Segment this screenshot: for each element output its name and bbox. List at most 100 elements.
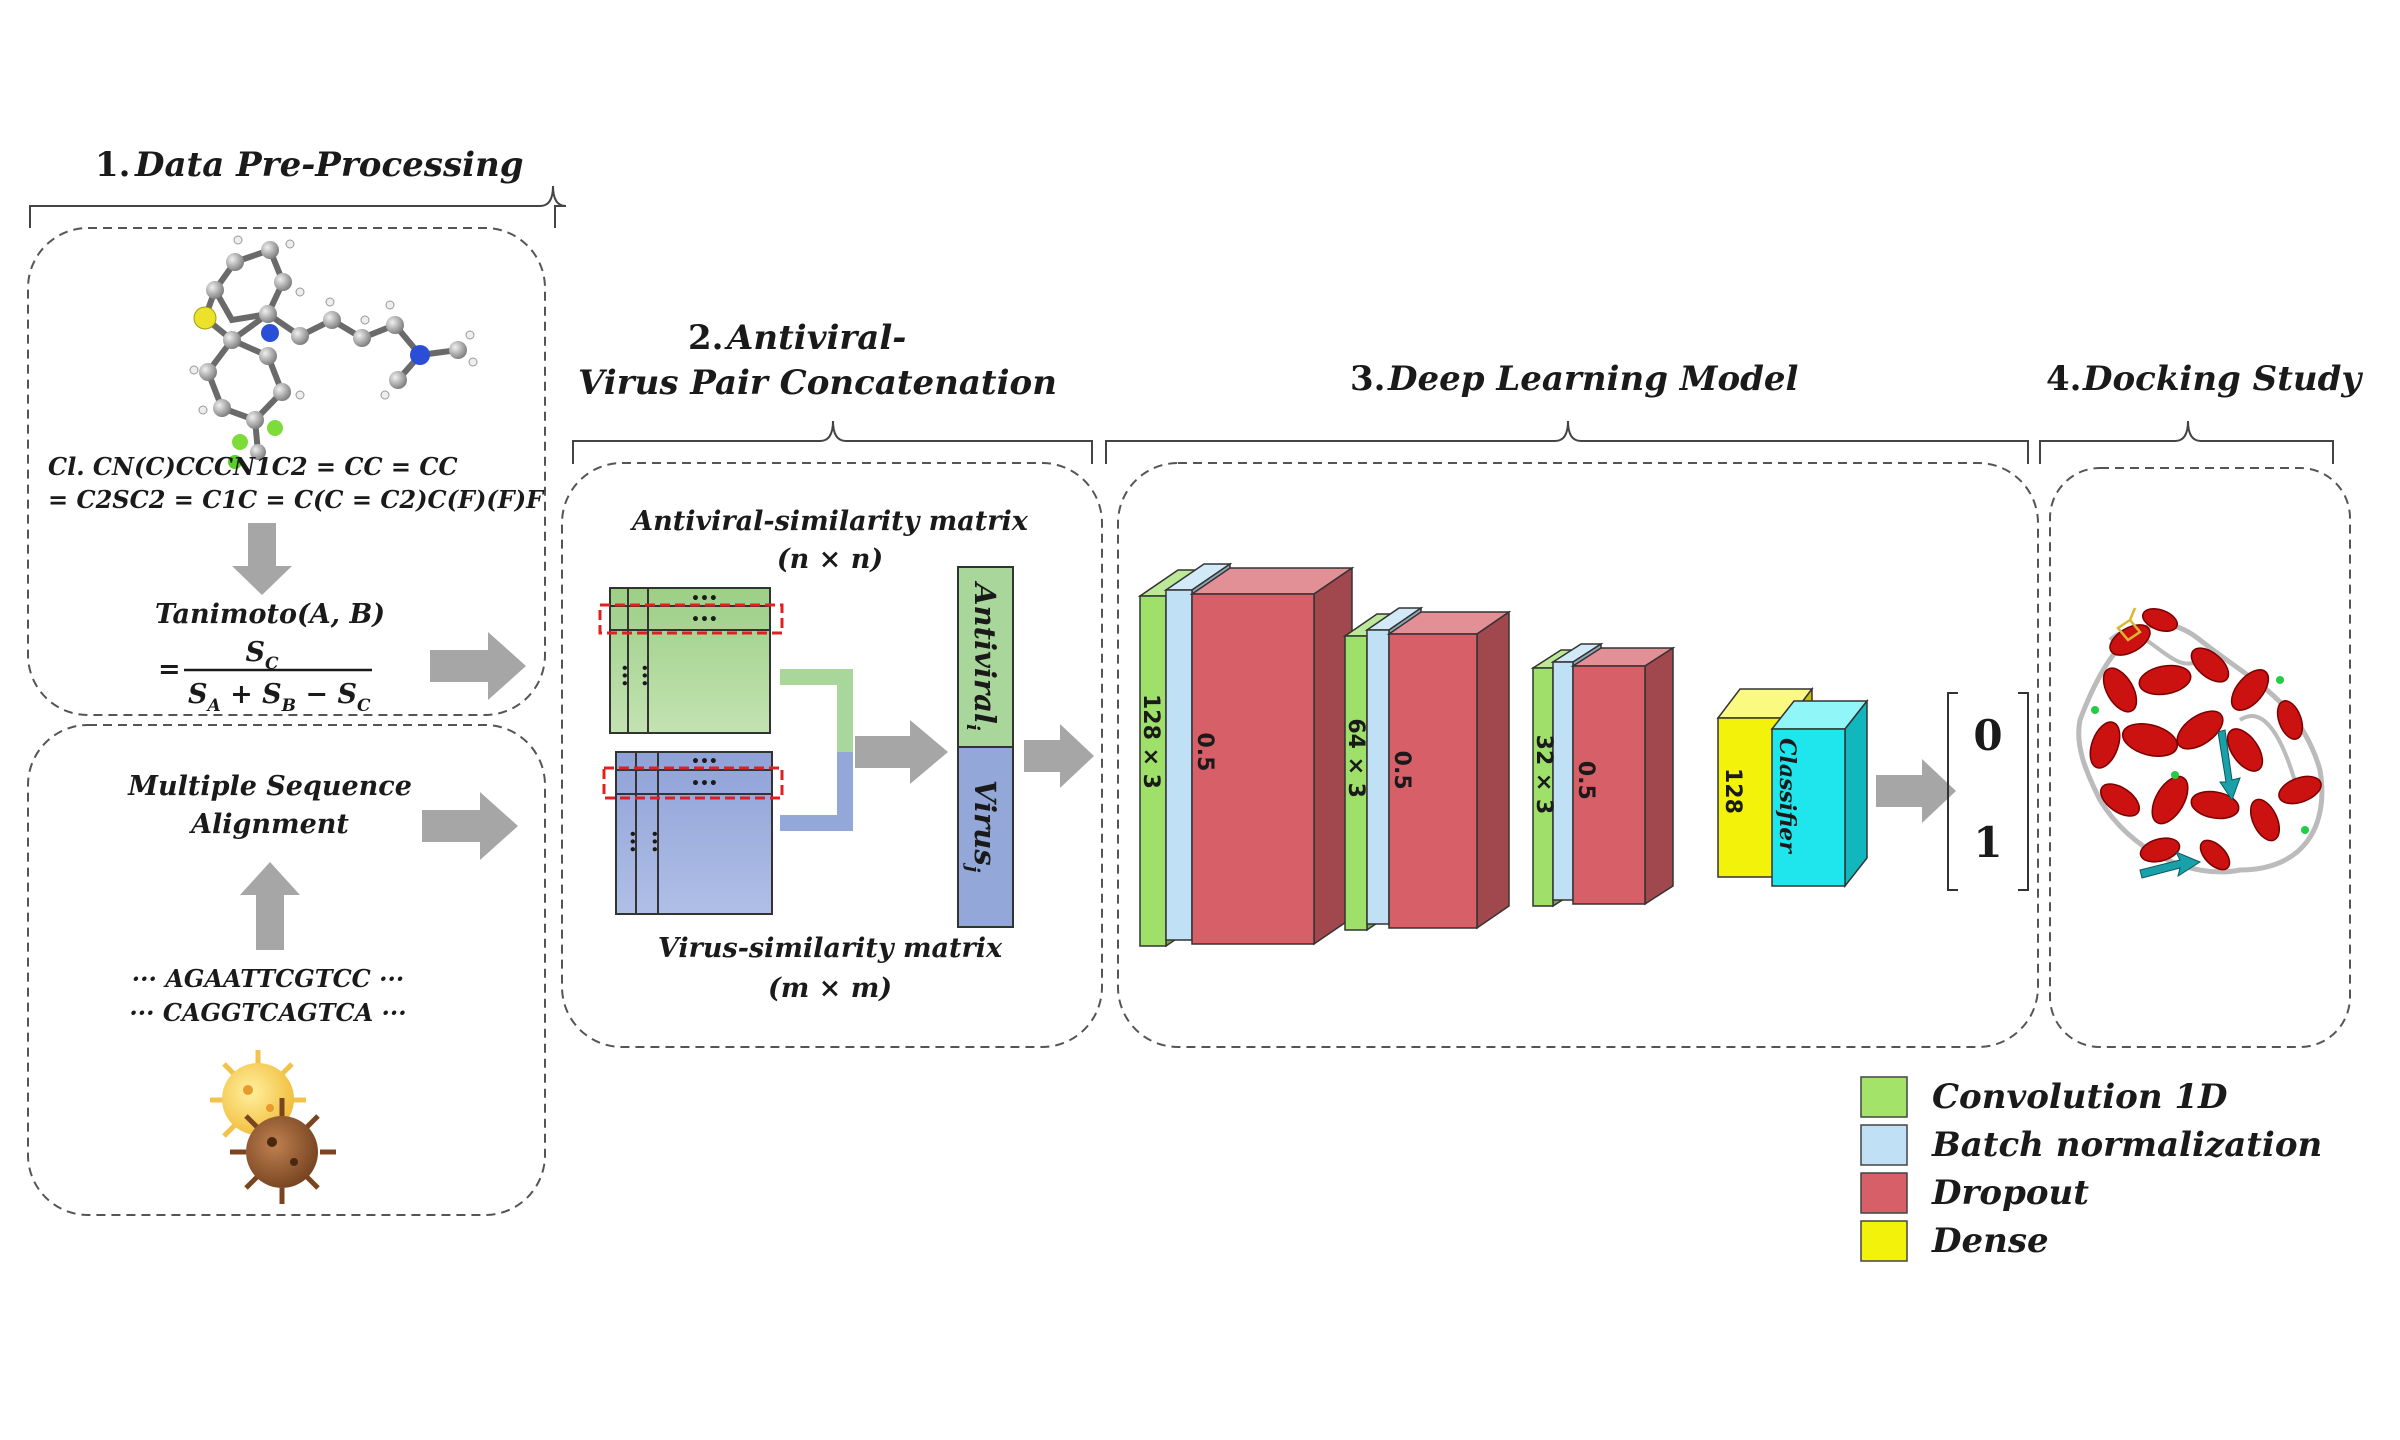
legend-label: Batch normalization <box>1931 1125 2322 1165</box>
dropout-layer <box>1189 566 1355 946</box>
legend-item: Dense <box>1860 1220 2049 1262</box>
formula-denominator: SA + SB − SC <box>188 679 371 716</box>
legend-swatch <box>1860 1172 1908 1214</box>
matrix-dots: ••• <box>637 664 651 687</box>
virus-connector <box>780 752 853 831</box>
legend-swatch <box>1860 1076 1908 1118</box>
section-3-title: Deep Learning Model <box>1387 359 1799 399</box>
conv-block-2: 64 × 3 0.5 <box>1342 606 1512 932</box>
dense-label: 128 <box>1720 768 1745 814</box>
matrix-dots: ••• <box>691 754 718 770</box>
virus-illustration <box>210 1050 336 1204</box>
molecule-atoms <box>189 235 478 469</box>
antiviral-similarity-matrix: ••• ••• ••• ••• <box>598 587 784 734</box>
preprocessing-top-panel <box>27 227 546 716</box>
legend-label: Convolution 1D <box>1932 1077 2228 1117</box>
section-1-brace <box>29 185 567 228</box>
conv-block-1: 128 × 3 0.5 <box>1137 562 1355 948</box>
dropout-rate-label: 0.5 <box>1192 733 1217 772</box>
section-2-title-line1: Antiviral- <box>724 318 906 358</box>
virus-similarity-matrix: ••• ••• ••• ••• <box>602 751 784 915</box>
section-1-number: 1. <box>95 145 131 185</box>
section-1-header: 1. Data Pre-Processing <box>29 145 567 228</box>
section-1-title: Data Pre-Processing <box>134 145 524 185</box>
legend-label: Dropout <box>1931 1173 2089 1213</box>
section-2-header: 2. Antiviral- Virus Pair Concatenation <box>572 318 1093 464</box>
msa-title-line1: Multiple Sequence <box>127 771 412 802</box>
arrow-sequence-to-msa <box>240 862 300 950</box>
output-value-1: 1 <box>1973 818 2002 867</box>
legend-swatch <box>1860 1124 1908 1166</box>
conv-size-label: 64 × 3 <box>1343 718 1368 798</box>
formula-numerator: SC <box>245 637 279 674</box>
classifier-label: Classifier <box>1774 738 1800 854</box>
model-panel <box>1117 462 2039 1048</box>
section-4-brace <box>2039 420 2334 464</box>
antiviral-connector <box>780 669 853 752</box>
legend-label: Dense <box>1931 1221 2049 1261</box>
equals-sign: = <box>158 654 181 685</box>
matrix-dots: ••• <box>617 664 631 687</box>
classifier-layer: Classifier <box>1770 698 1869 889</box>
left-bracket <box>1947 692 1958 891</box>
section-4-header: 4. Docking Study <box>2039 359 2363 464</box>
sequence-line-2: ··· CAGGTCAGTCA ··· <box>129 998 406 1027</box>
ligand <box>2116 607 2142 642</box>
msa-title-line2: Alignment <box>188 809 349 840</box>
output-value-0: 0 <box>1973 711 2002 760</box>
tanimoto-formula: Tanimoto(A, B) = SC SA + SB − SC <box>155 599 385 716</box>
antiviral-virus-pair-vector: Antivirali Virusj <box>957 566 1014 928</box>
preprocessing-bottom-panel <box>27 724 546 1216</box>
conv-size-label: 128 × 3 <box>1138 694 1163 789</box>
section-4-number: 4. <box>2046 359 2082 399</box>
virus-matrix-title: Virus-similarity matrix <box>658 933 1003 964</box>
protein-structure <box>2076 607 2325 879</box>
sequence-line-1: ··· AGAATTCGTCC ··· <box>132 964 404 993</box>
right-bracket <box>2018 692 2029 891</box>
dropout-layer <box>1386 610 1512 930</box>
arrow-to-output <box>1876 759 1956 823</box>
section-2-title-line2: Virus Pair Concatenation <box>578 363 1057 403</box>
dropout-rate-label: 0.5 <box>1389 751 1414 790</box>
concatenation-panel <box>561 462 1103 1048</box>
docking-panel <box>2049 467 2351 1048</box>
arrow-smiles-to-tanimoto <box>232 523 292 595</box>
smiles-line-1: Cl. CN(C)CCCN1C2 = CC = CC <box>48 452 458 481</box>
legend-item: Batch normalization <box>1860 1124 2322 1166</box>
legend-swatch <box>1860 1220 1908 1262</box>
section-2-number: 2. <box>688 318 724 358</box>
conv-block-3: 32 × 3 0.5 <box>1530 642 1676 908</box>
dropout-layer <box>1570 646 1676 906</box>
legend-item: Dropout <box>1860 1172 2089 1214</box>
tanimoto-label: Tanimoto(A, B) <box>155 599 385 630</box>
virus-vector-label: Virusj <box>962 780 1002 873</box>
section-3-header: 3. Deep Learning Model <box>1105 359 2029 464</box>
matrix-dots: ••• <box>691 776 718 792</box>
section-3-brace <box>1105 420 2029 464</box>
matrix-dots: ••• <box>691 591 718 607</box>
matrix-dots: ••• <box>625 830 639 853</box>
arrow-to-pair-vector <box>855 720 948 784</box>
arrow-tanimoto-to-matrix <box>430 632 526 700</box>
antiviral-matrix-title: Antiviral-similarity matrix <box>629 506 1029 537</box>
smiles-line-2: = C2SC2 = C1C = C(C = C2)C(F)(F)F <box>48 485 545 514</box>
legend: Convolution 1D Batch normalizationDropout… <box>1860 1076 2322 1262</box>
matrix-dots: ••• <box>691 612 718 628</box>
arrow-to-model <box>1024 724 1094 788</box>
cnn-layers: 128 × 3 0.5 64 × 3 0.5 32 × 3 0.5 <box>1137 562 1676 948</box>
section-2-brace <box>572 420 1093 464</box>
matrix-dots: ••• <box>647 830 661 853</box>
legend-item: Convolution 1D <box>1860 1076 2228 1118</box>
antiviral-matrix-dim: (n × n) <box>777 544 883 575</box>
conv-size-label: 32 × 3 <box>1531 735 1556 815</box>
dropout-rate-label: 0.5 <box>1573 761 1598 800</box>
antiviral-vector-label: Antivirali <box>962 580 1002 731</box>
virus-matrix-dim: (m × m) <box>768 973 892 1004</box>
section-4-title: Docking Study <box>2082 359 2363 399</box>
output-vector: 0 1 <box>1947 692 2029 891</box>
section-3-number: 3. <box>1350 359 1386 399</box>
virus-vector <box>957 746 1014 928</box>
antiviral-row-highlight <box>598 603 784 635</box>
arrow-msa-to-matrix <box>422 792 518 860</box>
